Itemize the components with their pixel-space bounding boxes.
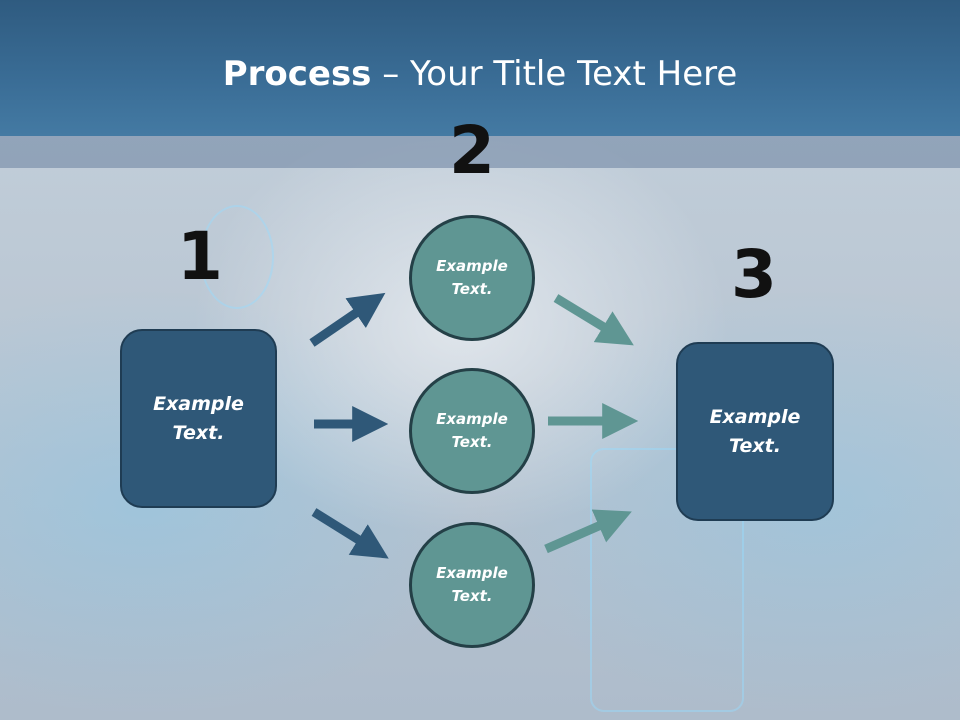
step-number-3: 3: [731, 236, 777, 313]
slide-title: Process – Your Title Text Here: [0, 52, 960, 96]
step-number-1: 1: [177, 218, 223, 295]
arrow-to-bottom-circle: [311, 508, 389, 559]
step-3-text: Example Text.: [709, 405, 801, 457]
circle-top-text: Example Text.: [436, 257, 508, 298]
header-bar: [0, 0, 960, 136]
header-band: [0, 136, 960, 168]
step-1-box: Example Text.: [120, 329, 277, 508]
step-2-circle-bottom: Example Text.: [409, 522, 535, 648]
decorative-ring: [200, 205, 274, 309]
circle-middle-text: Example Text.: [436, 410, 508, 451]
title-bold: Process: [222, 54, 372, 94]
step-2-circle-top: Example Text.: [409, 215, 535, 341]
step-3-box: Example Text.: [676, 342, 834, 521]
step-2-circle-middle: Example Text.: [409, 368, 535, 494]
step-1-text: Example Text.: [153, 392, 244, 444]
arrow-from-bottom-circle: [544, 509, 632, 554]
arrow-to-top-circle: [309, 292, 386, 347]
circle-bottom-text: Example Text.: [436, 564, 508, 605]
title-rest: – Your Title Text Here: [371, 54, 738, 94]
decorative-panel: [590, 448, 744, 712]
step-number-2: 2: [449, 112, 495, 189]
arrow-from-top-circle: [553, 294, 634, 346]
